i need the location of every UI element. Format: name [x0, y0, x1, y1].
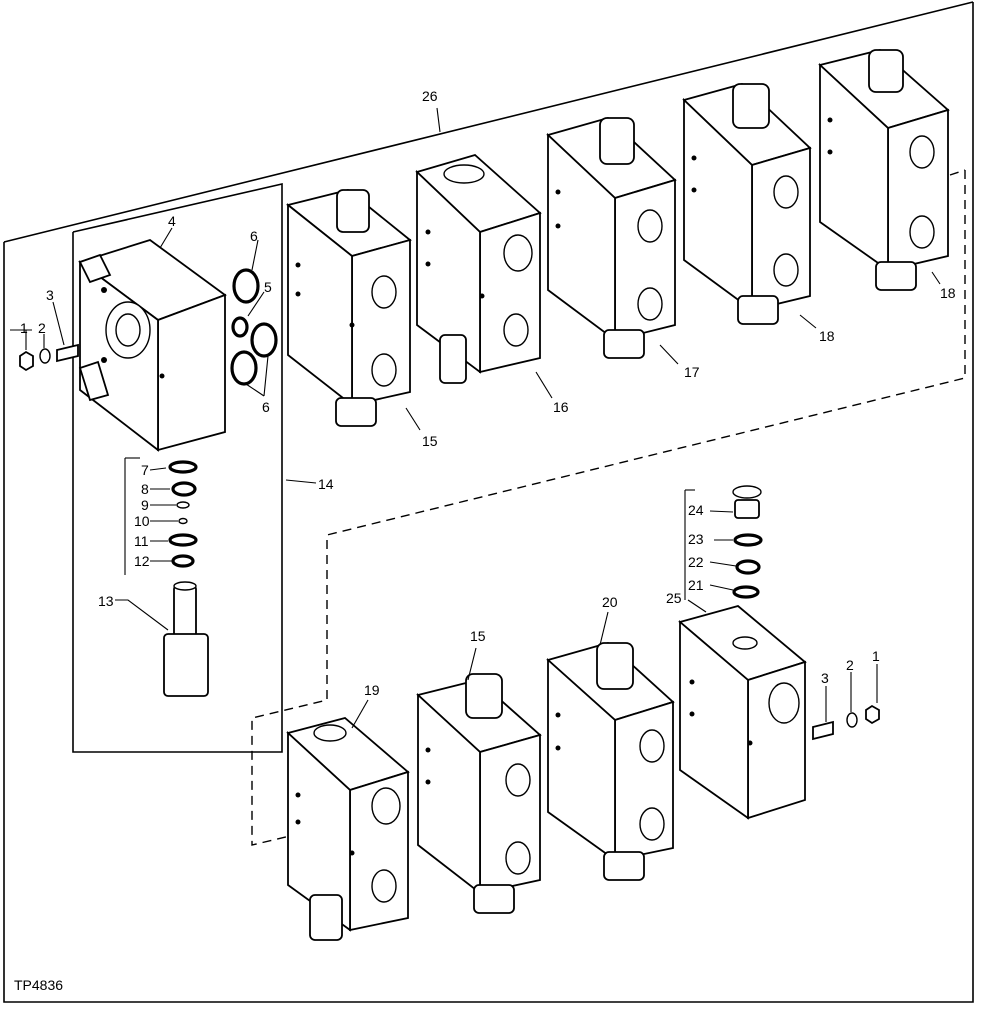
- valve-section-19: [286, 717, 410, 941]
- callout-11: 11: [134, 533, 149, 549]
- callout-24: 24: [688, 502, 704, 518]
- callout-6-lower: 6: [262, 399, 270, 415]
- valve-section-18-a: [682, 82, 812, 325]
- callout-12: 12: [134, 553, 150, 569]
- leader-lines: [10, 107, 941, 729]
- frame-border: [3, 2, 974, 1003]
- nut-washer-stud-left: [19, 343, 79, 372]
- callout-9: 9: [141, 497, 149, 513]
- valve-section-17: [546, 116, 677, 359]
- inlet-housing-part: [78, 239, 227, 452]
- callout-25: 25: [666, 590, 682, 606]
- valve-spool-part: [163, 581, 209, 697]
- dashed-connection-line: [251, 170, 966, 846]
- valve-section-20: [546, 641, 675, 881]
- callout-7: 7: [141, 462, 149, 478]
- callout-1-right: 1: [872, 648, 880, 664]
- valve-section-16: [415, 153, 542, 384]
- assembly-outline: [3, 1, 974, 243]
- figure-id-label: TP4836: [14, 977, 63, 993]
- callout-6-upper: 6: [250, 228, 258, 244]
- callout-8: 8: [141, 481, 149, 497]
- callout-13: 13: [98, 593, 114, 609]
- valve-section-15-lower: [416, 673, 542, 914]
- callout-20: 20: [602, 594, 618, 610]
- callout-5: 5: [264, 279, 272, 295]
- callout-15-upper: 15: [422, 433, 438, 449]
- plug-and-rings: [732, 485, 763, 599]
- inlet-assembly-box: [72, 182, 283, 753]
- callout-22: 22: [688, 554, 704, 570]
- callout-14: 14: [318, 476, 334, 492]
- callout-labels: 26 4 6 5 6 3 1 2 7 8 9 10 11 12 13 14 15…: [20, 88, 956, 698]
- callout-3-left: 3: [46, 287, 54, 303]
- callout-26: 26: [422, 88, 438, 104]
- callout-18-b: 18: [940, 285, 956, 301]
- callout-23: 23: [688, 531, 704, 547]
- callout-18-a: 18: [819, 328, 835, 344]
- dashed-connection-stub: [949, 169, 966, 176]
- seal-rings: [230, 268, 278, 386]
- callout-3-right: 3: [821, 670, 829, 686]
- callout-19: 19: [364, 682, 380, 698]
- valve-section-15-upper: [286, 189, 412, 427]
- callout-1-left: 1: [20, 320, 28, 336]
- outlet-end-section-25: [678, 605, 807, 820]
- callout-4: 4: [168, 213, 176, 229]
- callout-15-lower: 15: [470, 628, 486, 644]
- callout-16: 16: [553, 399, 569, 415]
- callout-10: 10: [134, 513, 150, 529]
- callout-2-left: 2: [38, 320, 46, 336]
- nut-washer-stud-right: [812, 704, 880, 741]
- small-rings-stack: [168, 460, 198, 568]
- callout-17: 17: [684, 364, 700, 380]
- callout-21: 21: [688, 577, 704, 593]
- valve-section-18-b: [818, 49, 950, 291]
- callout-2-right: 2: [846, 657, 854, 673]
